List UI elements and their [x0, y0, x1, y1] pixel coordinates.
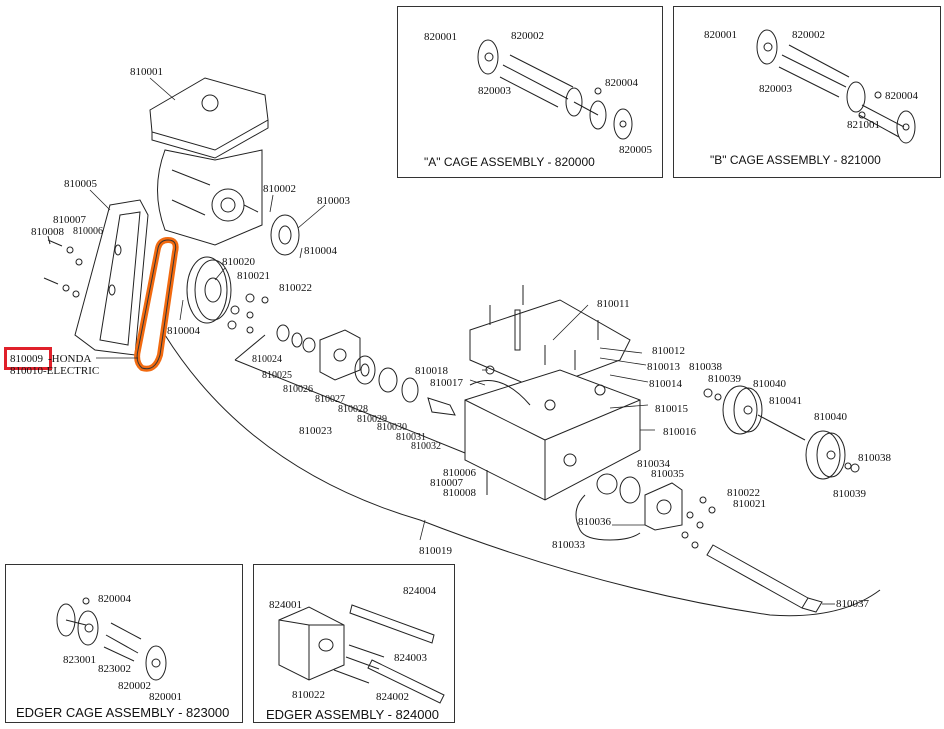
label-810017: 810017	[430, 377, 463, 389]
label-810024: 810024	[252, 354, 282, 365]
drive-shaft-drawing	[706, 544, 809, 609]
label-820003: 820003	[478, 85, 511, 97]
axle-drawing	[757, 414, 806, 441]
drive-belt-810009	[134, 236, 179, 372]
label-824001: 824001	[269, 599, 302, 611]
label-810004-lower: 810004	[167, 325, 200, 337]
label-810012: 810012	[652, 345, 685, 357]
label-810020: 810020	[222, 256, 255, 268]
inset-edger-assembly: 824001 824004 824003 810022 824002 EDGER…	[253, 564, 455, 723]
label-810022-left: 810022	[279, 282, 312, 294]
label-810040-left: 810040	[753, 378, 786, 390]
label-810031: 810031	[396, 432, 426, 443]
label-810030: 810030	[377, 422, 407, 433]
label-823001: 823001	[63, 654, 96, 666]
a-cage-title: "A" CAGE ASSEMBLY - 820000	[424, 155, 595, 169]
label-810029: 810029	[357, 414, 387, 425]
wheel-right-drawing	[805, 430, 846, 480]
label-810010-electric: 810010-ELECTRIC	[10, 365, 100, 377]
label-810037: 810037	[836, 598, 869, 610]
engine-drawing	[149, 77, 269, 246]
label-810034: 810034	[637, 458, 670, 470]
label-810027: 810027	[315, 394, 345, 405]
label-820002: 820002	[511, 30, 544, 42]
b-cage-drawing	[756, 29, 916, 144]
label-810003: 810003	[317, 195, 350, 207]
label-810009: 810009	[10, 353, 43, 365]
label-810006-top: 810006	[73, 226, 103, 237]
label-810026: 810026	[283, 384, 313, 395]
label-820005: 820005	[619, 144, 652, 156]
label-824002: 824002	[376, 691, 409, 703]
label-810007-bottom: 810007	[430, 477, 463, 489]
label-820002: 820002	[792, 29, 825, 41]
label-810033: 810033	[552, 539, 585, 551]
belt-guard-drawing	[74, 199, 149, 356]
label-820001: 820001	[149, 691, 182, 703]
label-810038-right: 810038	[858, 452, 891, 464]
label-810018: 810018	[415, 365, 448, 377]
label-824004: 824004	[403, 585, 436, 597]
wheel-left-drawing	[722, 385, 763, 435]
inset-b-cage-assembly: 820001 820002 820003 820004 821001 "B" C…	[673, 6, 941, 178]
label-821001: 821001	[847, 119, 880, 131]
edger-cage-title: EDGER CAGE ASSEMBLY - 823000	[16, 705, 230, 720]
edger-title: EDGER ASSEMBLY - 824000	[266, 707, 439, 722]
label-810028: 810028	[338, 404, 368, 415]
inset-edger-cage-assembly: 820004 823001 823002 820002 820001 EDGER…	[5, 564, 243, 723]
inset-a-cage-assembly: 820001 820002 820003 820004 820005 "A" C…	[397, 6, 663, 178]
label-810025: 810025	[262, 370, 292, 381]
label-820002: 820002	[118, 680, 151, 692]
label-810001: 810001	[130, 66, 163, 78]
label-810022: 810022	[292, 689, 325, 701]
a-cage-drawing	[477, 39, 633, 140]
label-820001: 820001	[704, 29, 737, 41]
engine-pulley-drawing	[270, 214, 300, 256]
edger-cage-drawing	[56, 597, 167, 681]
label-810021-left: 810021	[237, 270, 270, 282]
label-810013: 810013	[647, 361, 680, 373]
label-820004: 820004	[98, 593, 131, 605]
label-810002: 810002	[263, 183, 296, 195]
label-810008-top: 810008	[31, 226, 64, 238]
label-810021-right: 810021	[733, 498, 766, 510]
label-810022-right: 810022	[727, 487, 760, 499]
label-810008-bottom: 810008	[443, 487, 476, 499]
label-820003: 820003	[759, 83, 792, 95]
label-810019: 810019	[419, 545, 452, 557]
label-810009-honda: -HONDA	[48, 353, 92, 365]
label-823002: 823002	[98, 663, 131, 675]
highlight-810009	[4, 347, 52, 370]
label-810005: 810005	[64, 178, 97, 190]
label-810040-right: 810040	[814, 411, 847, 423]
label-810032: 810032	[411, 441, 441, 452]
label-810036: 810036	[578, 516, 611, 528]
label-810007-top: 810007	[53, 214, 86, 226]
label-810015: 810015	[655, 403, 688, 415]
label-810038-left: 810038	[689, 361, 722, 373]
deck-drawing	[464, 299, 641, 501]
label-824003: 824003	[394, 652, 427, 664]
label-810041: 810041	[769, 395, 802, 407]
label-810039-left: 810039	[708, 373, 741, 385]
label-810011: 810011	[597, 298, 630, 310]
label-810004-upper: 810004	[304, 245, 337, 257]
label-810023: 810023	[299, 425, 332, 437]
edger-drawing	[278, 604, 445, 704]
label-810039-right: 810039	[833, 488, 866, 500]
label-820004: 820004	[605, 77, 638, 89]
label-810035: 810035	[651, 468, 684, 480]
b-cage-title: "B" CAGE ASSEMBLY - 821000	[710, 153, 881, 167]
label-820001: 820001	[424, 31, 457, 43]
label-820004: 820004	[885, 90, 918, 102]
label-810006-bottom: 810006	[443, 467, 476, 479]
cable-arc-810019	[164, 334, 881, 617]
label-810016: 810016	[663, 426, 696, 438]
drive-pulley-drawing	[186, 256, 232, 324]
label-810014: 810014	[649, 378, 682, 390]
